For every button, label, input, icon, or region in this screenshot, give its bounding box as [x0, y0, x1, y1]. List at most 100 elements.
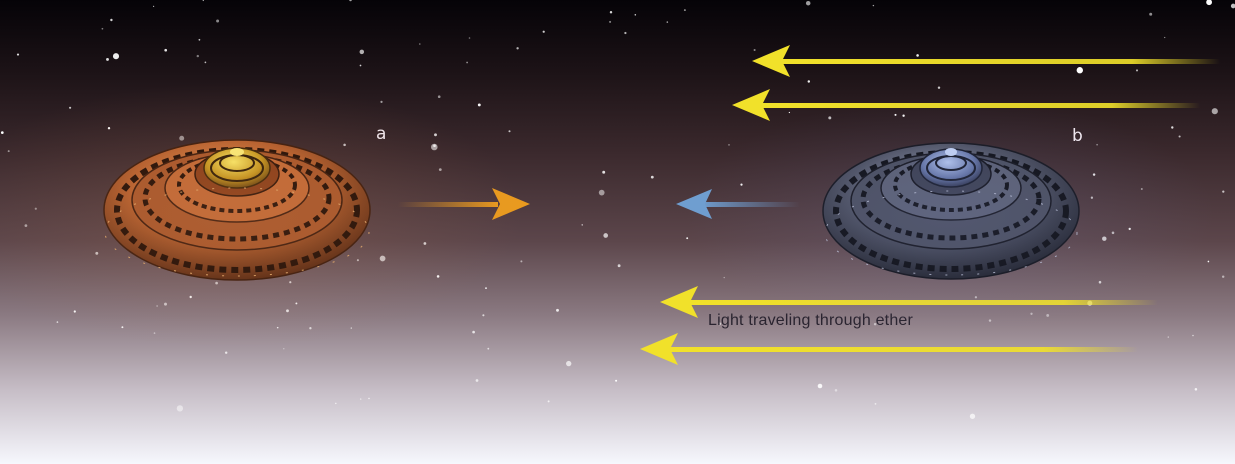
- star: [1098, 280, 1102, 284]
- star: [283, 348, 285, 350]
- saucer-b-motion-arrow: [676, 189, 800, 219]
- star: [556, 308, 559, 312]
- star: [156, 305, 158, 307]
- star: [7, 150, 10, 153]
- star: [295, 302, 298, 305]
- star: [753, 48, 756, 52]
- star: [1171, 126, 1174, 129]
- star: [189, 295, 192, 299]
- star: [603, 233, 609, 238]
- star: [224, 351, 228, 354]
- star: [438, 168, 442, 171]
- star: [1102, 236, 1107, 241]
- star: [198, 38, 201, 41]
- star: [718, 322, 722, 326]
- star: [106, 57, 109, 61]
- star: [547, 400, 550, 403]
- star: [807, 80, 811, 83]
- star: [1207, 260, 1210, 263]
- star: [1149, 12, 1153, 16]
- star: [433, 144, 436, 148]
- light-arrow: [660, 286, 1158, 318]
- star: [349, 0, 352, 2]
- star: [216, 19, 220, 23]
- star: [566, 360, 572, 367]
- star: [434, 133, 437, 137]
- saucer-a-label: a: [376, 124, 387, 144]
- star: [723, 276, 725, 279]
- star: [472, 330, 475, 334]
- star: [581, 224, 583, 226]
- star: [112, 53, 120, 60]
- star: [542, 30, 545, 33]
- star: [1221, 275, 1225, 278]
- star: [969, 413, 976, 419]
- star: [152, 5, 155, 8]
- star: [828, 116, 832, 120]
- star: [1222, 190, 1225, 193]
- star: [634, 14, 637, 16]
- star: [286, 309, 289, 313]
- star: [1164, 36, 1166, 39]
- star: [176, 405, 184, 412]
- star: [379, 255, 386, 262]
- star: [179, 135, 185, 141]
- star: [817, 383, 823, 389]
- star: [520, 260, 523, 263]
- star: [356, 259, 359, 262]
- star: [805, 0, 811, 6]
- saucer-a: [103, 139, 371, 281]
- star: [1092, 173, 1096, 176]
- light-arrow: [640, 333, 1138, 365]
- star: [872, 4, 875, 7]
- star: [1178, 135, 1181, 138]
- star: [974, 296, 978, 299]
- star: [1046, 313, 1050, 317]
- star: [309, 327, 312, 330]
- star: [834, 389, 838, 392]
- star: [196, 54, 199, 58]
- star: [1090, 196, 1094, 199]
- star: [650, 175, 654, 179]
- star: [609, 20, 612, 23]
- star: [215, 281, 218, 285]
- star: [916, 54, 919, 57]
- star: [0, 131, 4, 134]
- star: [602, 170, 606, 174]
- star: [475, 379, 479, 382]
- star: [360, 398, 362, 400]
- star: [1211, 108, 1218, 115]
- star: [343, 143, 346, 147]
- star: [110, 18, 113, 22]
- star: [1111, 231, 1115, 235]
- star: [24, 224, 28, 227]
- star: [894, 113, 897, 116]
- star: [615, 379, 618, 382]
- star: [1192, 334, 1194, 337]
- star: [1076, 67, 1083, 74]
- star: [466, 61, 468, 64]
- star: [56, 321, 59, 323]
- star: [202, 0, 204, 2]
- star: [1135, 69, 1139, 72]
- star: [482, 314, 485, 317]
- star: [276, 326, 279, 329]
- saucer-b-label: b: [1072, 126, 1083, 146]
- star: [598, 189, 605, 196]
- star: [164, 302, 167, 306]
- light-arrow: [732, 89, 1200, 121]
- star: [468, 37, 471, 39]
- star: [1096, 143, 1098, 146]
- star: [788, 111, 791, 114]
- star: [368, 397, 370, 400]
- star: [73, 310, 76, 313]
- star: [289, 281, 292, 284]
- saucer-a-motion-arrow: [398, 188, 530, 220]
- star: [107, 127, 111, 130]
- star: [101, 27, 104, 30]
- star: [1167, 336, 1169, 338]
- star: [380, 100, 383, 104]
- saucer-b: [822, 142, 1080, 280]
